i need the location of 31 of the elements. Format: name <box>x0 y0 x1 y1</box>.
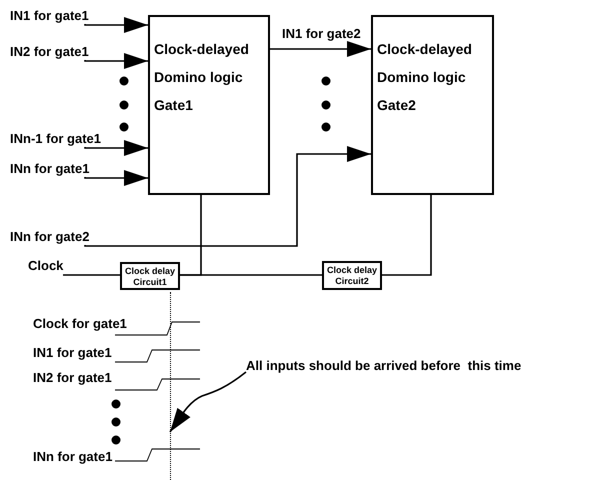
circuit-label: Clock delay Circuit1 <box>124 266 176 288</box>
input-label: INn for gate1 <box>10 161 90 177</box>
delay-circuit-box <box>322 261 382 290</box>
signal-label: IN2 for gate1 <box>33 370 112 386</box>
gate-label: Clock-delayed Domino logic Gate2 <box>377 40 473 115</box>
arrow <box>84 53 148 69</box>
arrow <box>84 146 371 247</box>
input-label: IN1 for gate1 <box>10 8 89 24</box>
signal-label: IN1 for gate1 <box>33 345 112 361</box>
wire <box>382 195 432 276</box>
time-marker-line <box>170 292 171 480</box>
signal-label: Clock for gate1 <box>33 316 127 332</box>
logic-gate-box <box>148 15 270 195</box>
arrow <box>84 140 148 156</box>
input-label: Clock <box>28 258 64 274</box>
wire <box>180 274 322 276</box>
input-label: IN2 for gate1 <box>10 44 89 60</box>
input-label: INn for gate2 <box>10 229 90 245</box>
arrow <box>84 17 148 33</box>
annotation-text: All inputs should be arrived before this time <box>246 358 522 374</box>
leader-line <box>169 371 246 432</box>
arrow <box>270 41 371 57</box>
input-label: INn-1 for gate1 <box>10 131 102 147</box>
wire <box>63 274 120 276</box>
gate-label: Clock-delayed Domino logic Gate1 <box>154 40 250 115</box>
arrow <box>84 170 148 186</box>
circuit-label: Clock delay Circuit2 <box>326 265 378 287</box>
delay-circuit-box <box>120 262 180 290</box>
logic-gate-box <box>371 15 494 195</box>
signal-label: INn for gate1 <box>33 449 112 465</box>
edge-label: IN1 for gate2 <box>282 26 361 42</box>
